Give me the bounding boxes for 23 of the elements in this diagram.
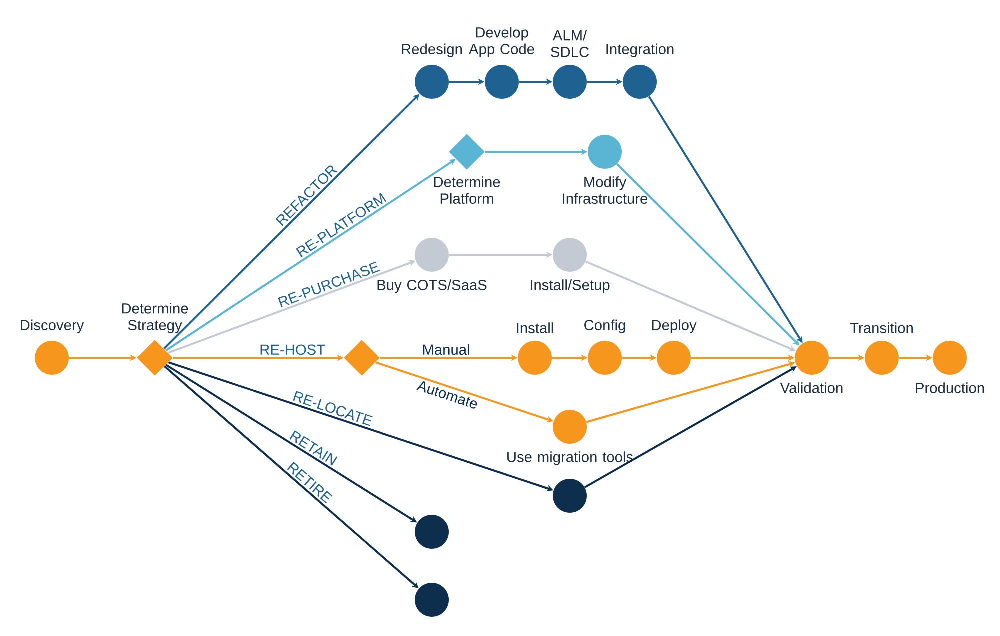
step-label: Config bbox=[584, 320, 626, 334]
step-circle bbox=[415, 515, 449, 549]
step-label: Install/Setup bbox=[531, 280, 610, 294]
step-label: Develop App Code bbox=[469, 27, 534, 58]
step-label: Redesign bbox=[402, 44, 462, 58]
step-circle bbox=[553, 479, 587, 513]
step-label: Discovery bbox=[21, 320, 84, 334]
step-label: Determine Platform bbox=[434, 176, 500, 204]
step-circle bbox=[415, 583, 449, 617]
step-label: Production bbox=[916, 382, 984, 394]
step-label: ALM/ SDLC bbox=[551, 30, 589, 58]
step-label: Deploy bbox=[652, 320, 697, 334]
step-label: Modify Infrastructure bbox=[563, 176, 648, 204]
step-label: Buy COTS/SaaS bbox=[378, 280, 487, 294]
step-label: Install bbox=[517, 322, 554, 334]
arrow bbox=[165, 159, 456, 352]
edge-label: Manual bbox=[420, 342, 472, 356]
step-label: Transition bbox=[850, 322, 913, 334]
step-diamond bbox=[344, 340, 380, 376]
edge-label: RE-HOST bbox=[258, 343, 327, 356]
step-label: Validation bbox=[780, 382, 843, 394]
step-label: Integration bbox=[606, 44, 674, 58]
step-label: Determine Strategy bbox=[122, 303, 188, 334]
